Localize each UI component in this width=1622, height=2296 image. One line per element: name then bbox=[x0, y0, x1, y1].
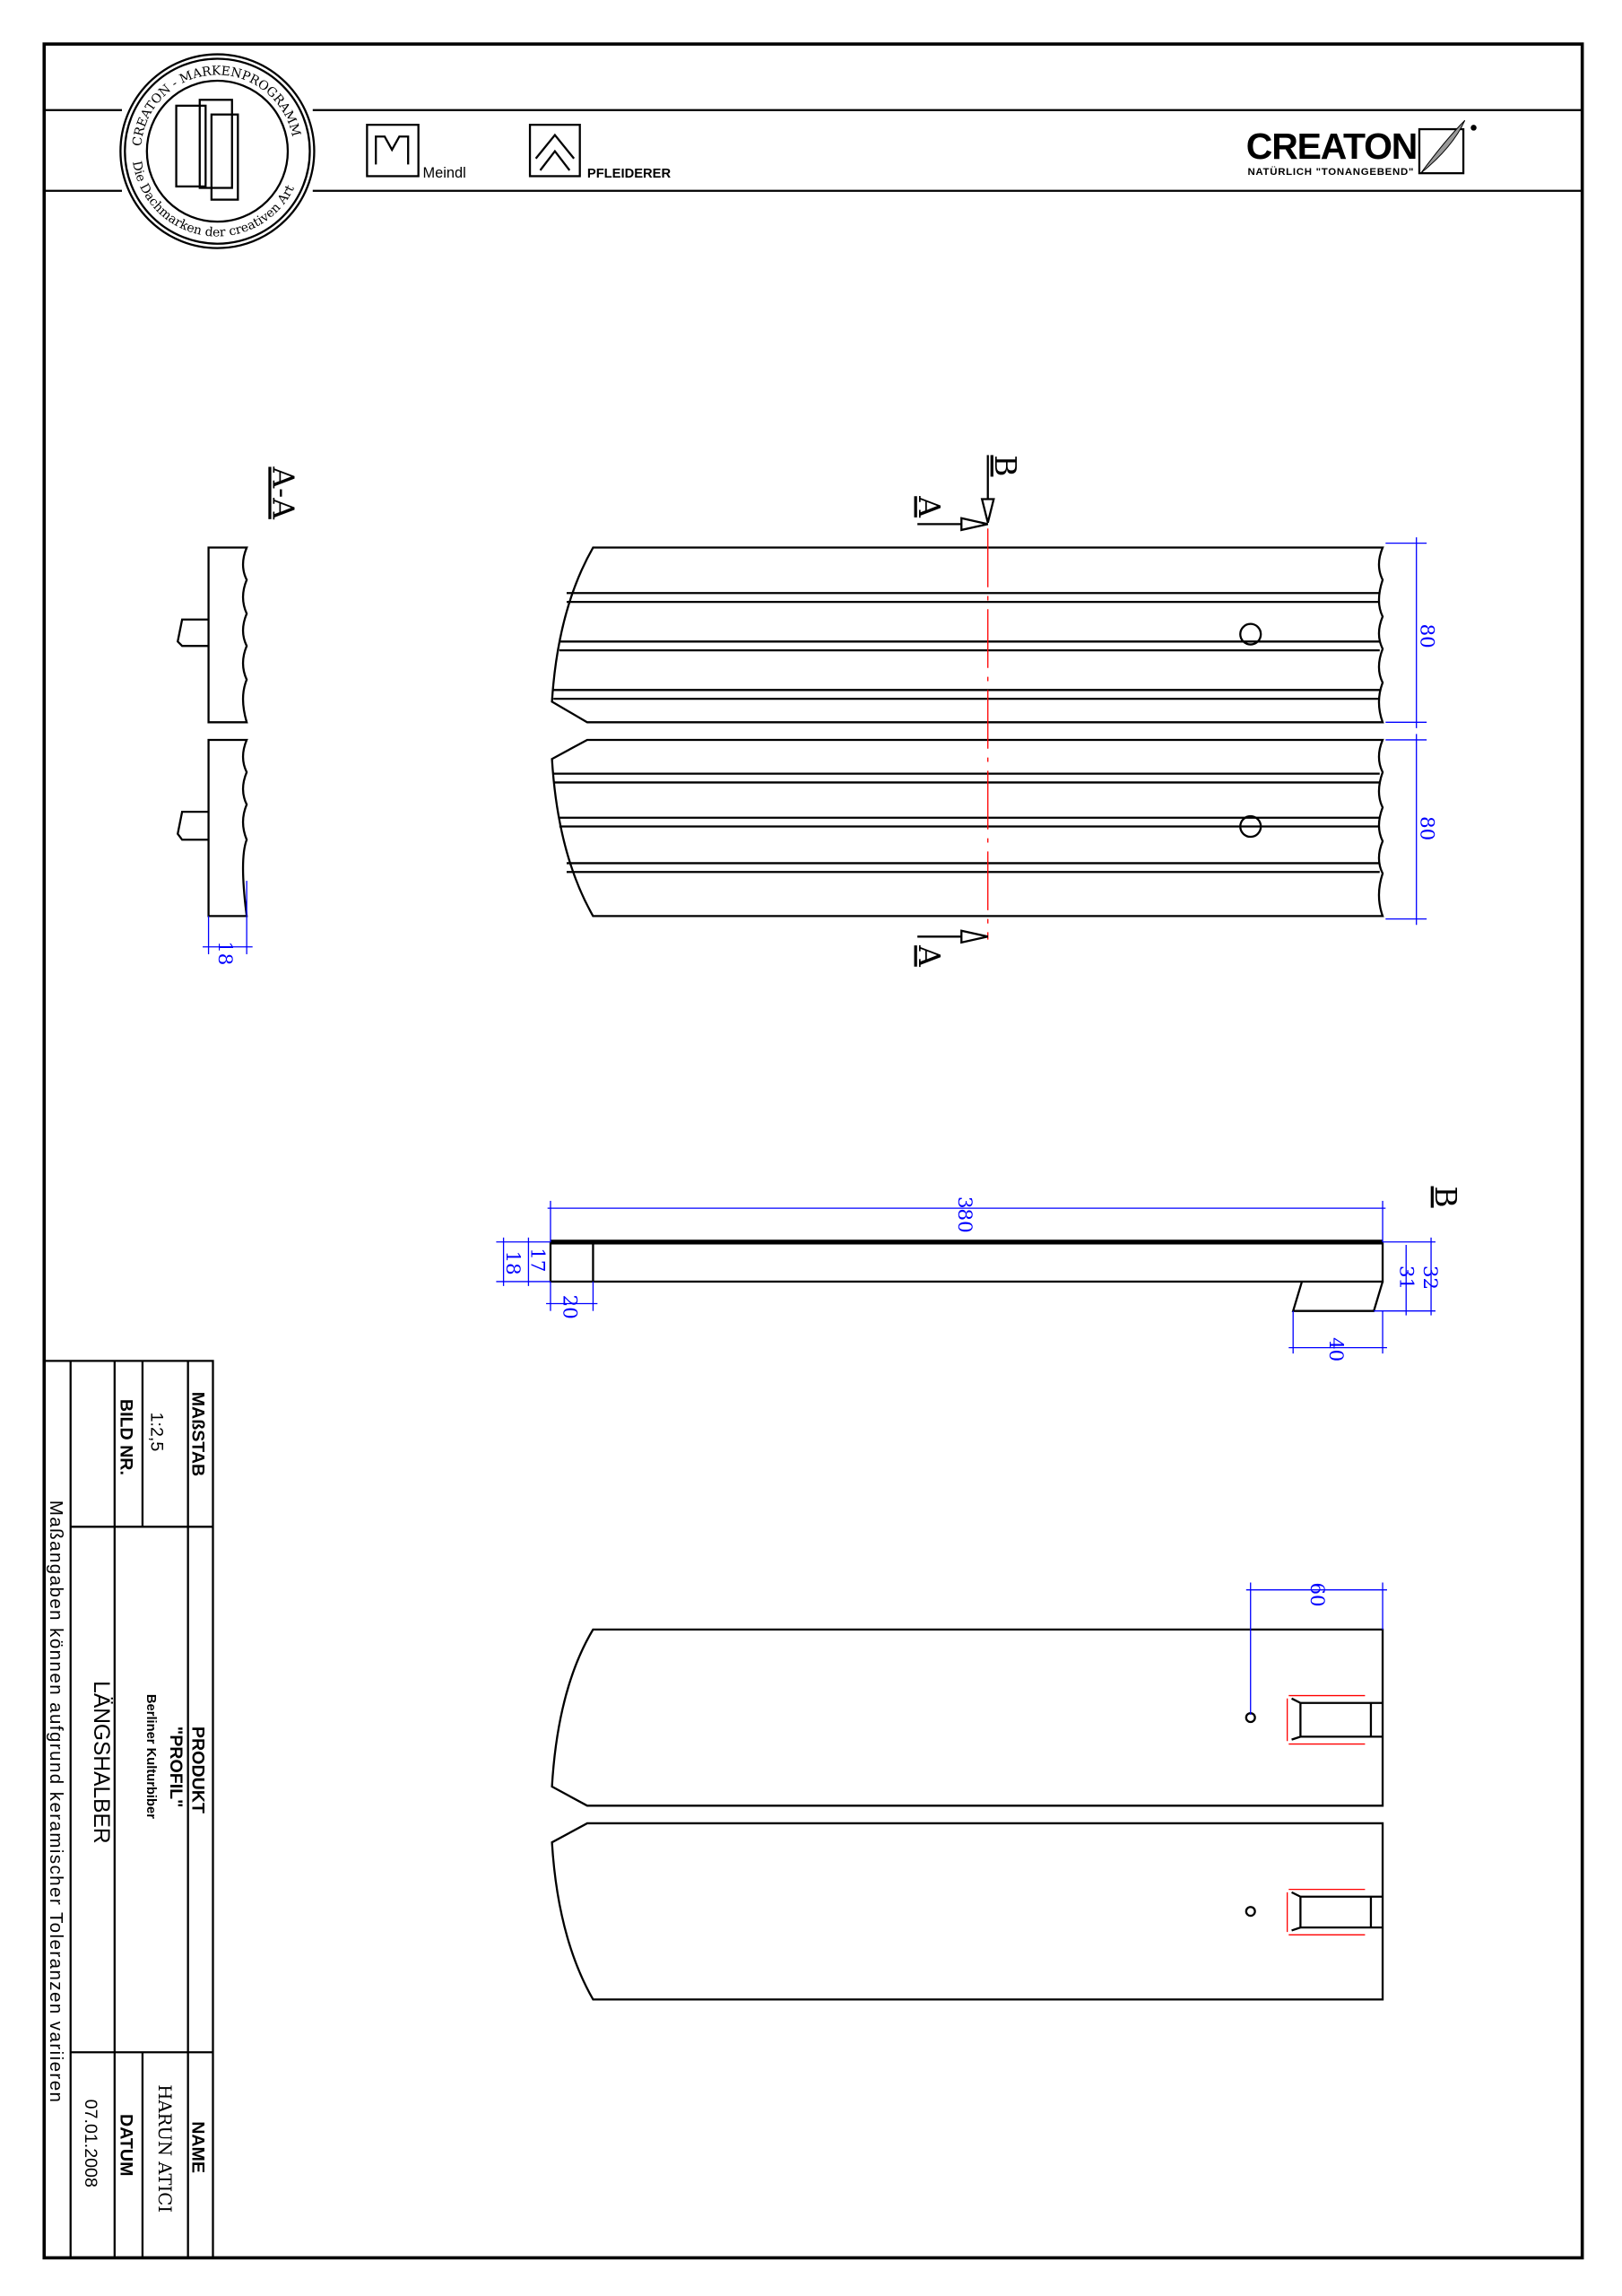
tolerance-note: Maßangaben können aufgrund keramischer T… bbox=[46, 1500, 66, 2102]
dimension-18-section: 18 bbox=[203, 881, 253, 965]
svg-text:17: 17 bbox=[526, 1248, 549, 1272]
svg-text:80: 80 bbox=[1416, 624, 1438, 648]
nose-lug bbox=[1291, 1281, 1384, 1312]
name-value: HARUN ATICI bbox=[154, 2084, 175, 2213]
dimension-380: 380 bbox=[547, 1196, 1386, 1242]
dimension-18-17: 18 17 bbox=[496, 1237, 551, 1286]
header-band bbox=[44, 109, 1583, 192]
nail-hole bbox=[1239, 814, 1262, 839]
side-view-title: B bbox=[1428, 1187, 1462, 1208]
section-aa-title: A-A bbox=[266, 466, 300, 520]
dimension-60: 60 bbox=[1245, 1583, 1387, 1715]
upper-tile-underside bbox=[551, 1628, 1384, 1807]
svg-text:40: 40 bbox=[1324, 1337, 1347, 1361]
drawing-frame bbox=[42, 42, 1584, 2260]
dimension-40: 40 bbox=[1288, 1310, 1387, 1361]
dimension-20: 20 bbox=[546, 1281, 598, 1319]
top-view: B A A 80 80 bbox=[551, 455, 1438, 967]
lower-tile-underside bbox=[551, 1822, 1384, 2001]
svg-text:31: 31 bbox=[1395, 1265, 1418, 1290]
pfleiderer-logo: PFLEIDERER bbox=[528, 123, 672, 181]
section-marker-a-top: A bbox=[912, 495, 988, 532]
svg-text:18: 18 bbox=[501, 1251, 524, 1275]
svg-text:A: A bbox=[912, 944, 946, 967]
product-name: "PROFIL" bbox=[166, 1726, 186, 1808]
svg-text:380: 380 bbox=[953, 1196, 976, 1233]
dimension-80-lower: 80 bbox=[1385, 734, 1438, 926]
creaton-slogan: NATÜRLICH "TONANGEBEND" bbox=[1247, 166, 1413, 178]
section-marker-a-bottom: A bbox=[912, 929, 988, 967]
title-block: MAßSTAB 1:2,5 BILD NR. PRODUKT "PROFIL" … bbox=[44, 1360, 214, 2258]
scale-value: 1:2,5 bbox=[147, 1413, 167, 1452]
part-name: LÄNGSHALBER bbox=[89, 1681, 113, 1843]
bottom-view: 60 bbox=[551, 1583, 1387, 2001]
svg-text:B: B bbox=[988, 455, 1022, 476]
scale-label: MAßSTAB bbox=[188, 1392, 208, 1476]
date-label: DATUM bbox=[116, 2114, 135, 2176]
section-a-a: A-A 18 bbox=[176, 466, 300, 965]
svg-text:32: 32 bbox=[1418, 1265, 1441, 1290]
svg-text:A: A bbox=[912, 495, 946, 517]
pfleiderer-label: PFLEIDERER bbox=[587, 167, 672, 181]
lower-tile bbox=[551, 738, 1384, 918]
nail-hole bbox=[1239, 622, 1262, 646]
creaton-wordmark: CREATON bbox=[1246, 126, 1416, 167]
dimension-80-upper: 80 bbox=[1385, 537, 1438, 728]
date-value: 07.01.2008 bbox=[81, 2100, 100, 2187]
name-label: NAME bbox=[188, 2121, 208, 2173]
svg-text:20: 20 bbox=[559, 1295, 581, 1319]
meindl-logo: Meindl bbox=[366, 123, 466, 181]
side-view-b: B 380 18 17 20 31 32 40 bbox=[496, 1187, 1462, 1361]
upper-tile bbox=[551, 546, 1384, 724]
svg-text:80: 80 bbox=[1416, 816, 1438, 840]
dimension-32-31: 31 32 bbox=[1374, 1237, 1441, 1316]
meindl-label: Meindl bbox=[423, 165, 466, 181]
product-label: PRODUKT bbox=[188, 1726, 208, 1813]
product-subtitle: Berliner Kulturbiber bbox=[143, 1694, 158, 1819]
section-marker-b: B bbox=[980, 455, 1022, 523]
creaton-markenprogramm-seal: CREATON - MARKENPROGRAMM Die Dachmarken … bbox=[119, 53, 316, 249]
svg-text:60: 60 bbox=[1305, 1583, 1328, 1607]
creaton-logo: CREATON NATÜRLICH "TONANGEBEND" bbox=[1246, 119, 1477, 178]
svg-text:18: 18 bbox=[213, 941, 236, 965]
image-no-label: BILD NR. bbox=[116, 1399, 135, 1475]
